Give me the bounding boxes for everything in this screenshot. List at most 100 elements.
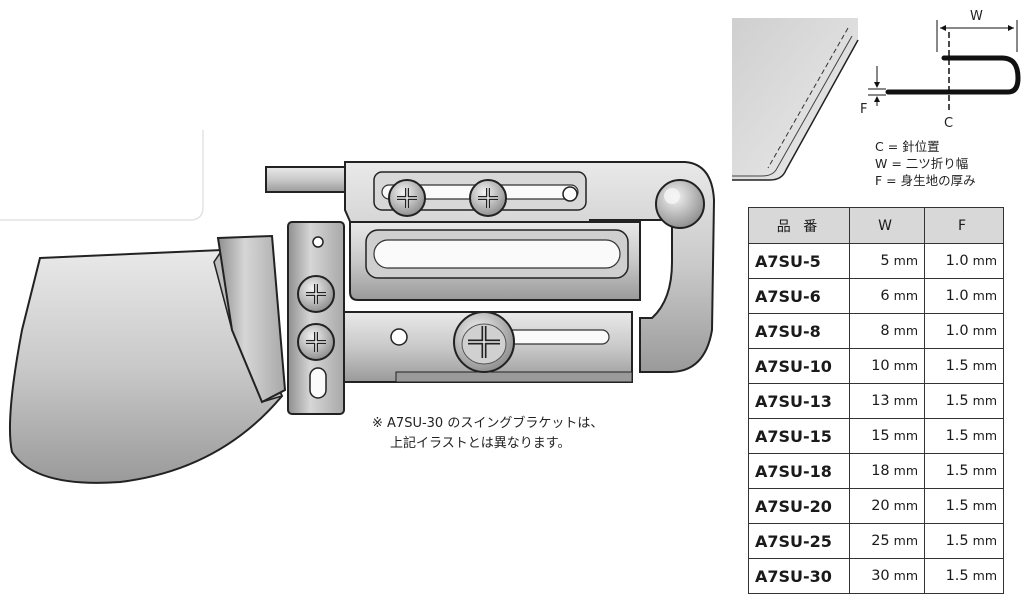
model-cell: A7SU-6 (748, 278, 850, 314)
f-unit: mm (972, 288, 997, 303)
legend-f: F = 身生地の厚み (875, 173, 976, 188)
model-cell: A7SU-10 (748, 348, 850, 384)
w-value: 5 (880, 253, 890, 269)
fold-section-diagram (732, 18, 859, 181)
f-unit: mm (972, 253, 997, 268)
screw-top-2 (469, 179, 507, 217)
illustration-note: ※ A7SU-30 のスイングブラケットは、 上記イラストとは異なります。 (372, 414, 603, 454)
w-value: 6 (880, 288, 890, 304)
w-unit: mm (893, 568, 918, 583)
f-value: 1.0 (945, 323, 969, 339)
w-unit: mm (893, 428, 918, 443)
w-value: 18 (871, 463, 890, 479)
f-unit: mm (972, 323, 997, 338)
screw-left-1 (297, 275, 335, 313)
dimension-legend: C = 針位置 W = 二ツ折り幅 F = 身生地の厚み (875, 138, 976, 189)
model-cell: A7SU-5 (748, 243, 850, 279)
w-value: 15 (871, 428, 890, 444)
header-w: W (849, 207, 925, 244)
w-unit: mm (893, 498, 918, 513)
w-value: 20 (871, 498, 890, 514)
w-unit: mm (893, 323, 918, 338)
model-cell: A7SU-15 (748, 418, 850, 454)
header-f: F (924, 207, 1004, 244)
note-line-2: 上記イラストとは異なります。 (390, 436, 571, 451)
w-unit: mm (893, 533, 918, 548)
note-line-1: ※ A7SU-30 のスイングブラケットは、 (372, 416, 604, 431)
screw-large (453, 311, 515, 373)
screw-left-2 (297, 323, 335, 361)
f-unit: mm (972, 393, 997, 408)
f-unit: mm (972, 568, 997, 583)
label-w: W (970, 9, 983, 24)
legend-c: C = 針位置 (875, 139, 940, 154)
f-value: 1.5 (945, 568, 969, 584)
f-value: 1.5 (945, 393, 969, 409)
card-edge (0, 130, 204, 221)
w-value: 8 (880, 323, 890, 339)
w-unit: mm (893, 253, 918, 268)
table-header-row: 品 番 W F (748, 207, 1004, 244)
model-cell: A7SU-18 (748, 453, 850, 489)
w-unit: mm (893, 288, 918, 303)
f-value: 1.5 (945, 428, 969, 444)
f-value: 1.0 (945, 288, 969, 304)
folder-scroll (9, 234, 287, 484)
w-unit: mm (893, 393, 918, 408)
round-knob (655, 179, 705, 229)
f-unit: mm (972, 498, 997, 513)
model-cell: A7SU-30 (748, 558, 850, 594)
vertical-plate (287, 221, 345, 415)
model-cell: A7SU-20 (748, 488, 850, 524)
f-value: 1.5 (945, 463, 969, 479)
top-arm (265, 161, 716, 373)
w-value: 10 (871, 358, 890, 374)
fold-profile-diagram: W F C (860, 9, 1021, 131)
w-unit: mm (893, 358, 918, 373)
f-value: 1.5 (945, 498, 969, 514)
f-unit: mm (972, 533, 997, 548)
model-cell: A7SU-13 (748, 383, 850, 419)
model-cell: A7SU-25 (748, 523, 850, 559)
legend-w: W = 二ツ折り幅 (875, 156, 969, 171)
f-value: 1.5 (945, 358, 969, 374)
w-unit: mm (893, 463, 918, 478)
f-value: 1.5 (945, 533, 969, 549)
f-unit: mm (972, 358, 997, 373)
f-value: 1.0 (945, 253, 969, 269)
w-value: 13 (871, 393, 890, 409)
f-unit: mm (972, 463, 997, 478)
slot-bracket (349, 221, 641, 301)
w-value: 30 (871, 568, 890, 584)
screw-top-1 (388, 179, 426, 217)
label-f: F (860, 102, 867, 117)
